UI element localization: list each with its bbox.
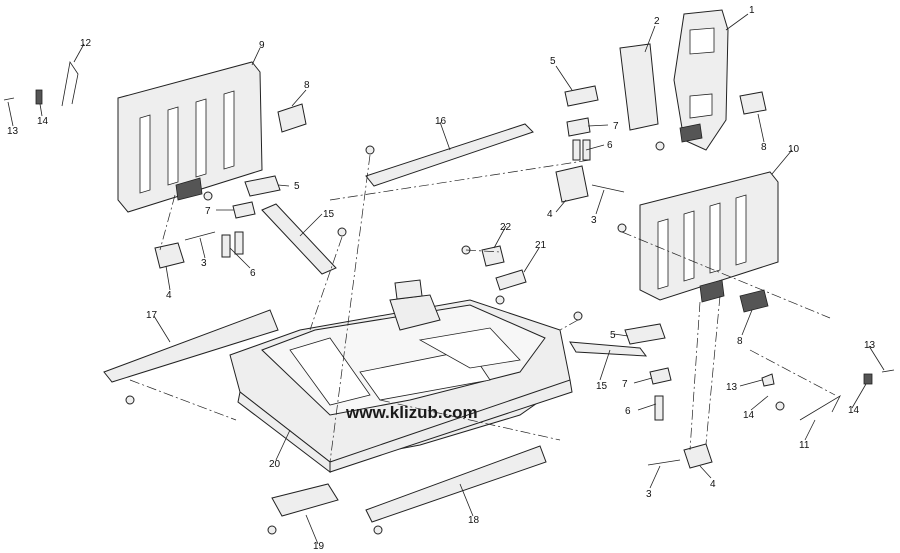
callout-3-bottom: 3	[646, 489, 652, 500]
part-8-right-bottom	[739, 289, 769, 313]
callout-21: 21	[535, 240, 547, 251]
callout-4-top: 4	[547, 209, 553, 220]
part-4-left	[154, 242, 185, 269]
spring-12	[61, 60, 79, 107]
callout-13-mid: 13	[726, 382, 738, 393]
part-5-left	[244, 175, 281, 197]
shafts-3	[184, 184, 681, 466]
callout-labels: 1 2 3 3 3 4 4 4 5 5 5 6 6 6 7 7 7 8 8 8 …	[7, 5, 876, 552]
callout-14-left: 14	[37, 116, 49, 127]
part-7-top	[566, 117, 591, 137]
bracket-15-left	[261, 203, 337, 275]
callout-5-left: 5	[294, 181, 300, 192]
part-5-top	[564, 85, 599, 107]
callout-leaders	[7, 13, 885, 545]
bracket-21	[495, 269, 527, 291]
callout-7-top: 7	[613, 121, 619, 132]
clip-13-mid	[761, 373, 775, 387]
callout-3-top: 3	[591, 215, 597, 226]
callout-17: 17	[146, 310, 158, 321]
callout-15-mid: 15	[596, 381, 608, 392]
panel-10	[639, 171, 779, 303]
part-7-mid	[649, 367, 672, 385]
bracket-19	[271, 483, 339, 517]
rail-17	[103, 309, 279, 383]
callout-16: 16	[435, 116, 447, 127]
bracket-15-mid	[569, 341, 648, 357]
callout-22: 22	[500, 222, 512, 233]
part-7-left	[232, 201, 256, 219]
callout-7-left: 7	[205, 206, 211, 217]
callout-13-left: 13	[7, 126, 19, 137]
callout-6-left: 6	[250, 268, 256, 279]
bar-16	[365, 123, 534, 187]
callout-4-left: 4	[166, 290, 172, 301]
callout-4-bottom: 4	[710, 479, 716, 490]
part-5-mid	[624, 323, 666, 345]
callout-1: 1	[749, 5, 755, 16]
part-8-right-top	[739, 91, 767, 115]
spring-14-left	[35, 89, 43, 105]
callout-14-right: 14	[848, 405, 860, 416]
callout-7-mid: 7	[622, 379, 628, 390]
spring-11	[799, 394, 841, 421]
block-22	[481, 245, 505, 267]
callout-11: 11	[799, 440, 810, 451]
callout-5-top: 5	[550, 56, 556, 67]
callout-15-left: 15	[323, 209, 335, 220]
panel-1	[673, 9, 729, 151]
callout-12: 12	[80, 38, 92, 49]
callout-9: 9	[259, 40, 265, 51]
main-tray-assembly	[229, 279, 573, 474]
callout-8-top-right: 8	[761, 142, 767, 153]
pin-13-right	[881, 369, 895, 373]
callout-3-left: 3	[201, 258, 207, 269]
callout-2: 2	[654, 16, 660, 27]
callout-10: 10	[788, 144, 800, 155]
pin-13-left	[3, 97, 15, 101]
part-4-bottom	[683, 443, 713, 469]
callout-6-top: 6	[607, 140, 613, 151]
callout-6-mid: 6	[625, 406, 631, 417]
panel-9	[117, 61, 263, 213]
callout-8-bottom-right: 8	[737, 336, 743, 347]
assembly-guide-lines	[129, 154, 836, 463]
panel-2	[619, 43, 659, 131]
part-8-left	[277, 103, 307, 133]
callout-20: 20	[269, 459, 281, 470]
rail-18	[365, 445, 547, 523]
callout-5-mid: 5	[610, 330, 616, 341]
watermark-text: www.klizub.com	[345, 403, 478, 422]
part-4-top	[555, 165, 589, 203]
callout-14-mid: 14	[743, 410, 755, 421]
spring-14-right	[863, 373, 873, 385]
callout-13-right: 13	[864, 340, 876, 351]
callout-8-left: 8	[304, 80, 310, 91]
callout-18: 18	[468, 515, 480, 526]
callout-19: 19	[313, 541, 325, 552]
